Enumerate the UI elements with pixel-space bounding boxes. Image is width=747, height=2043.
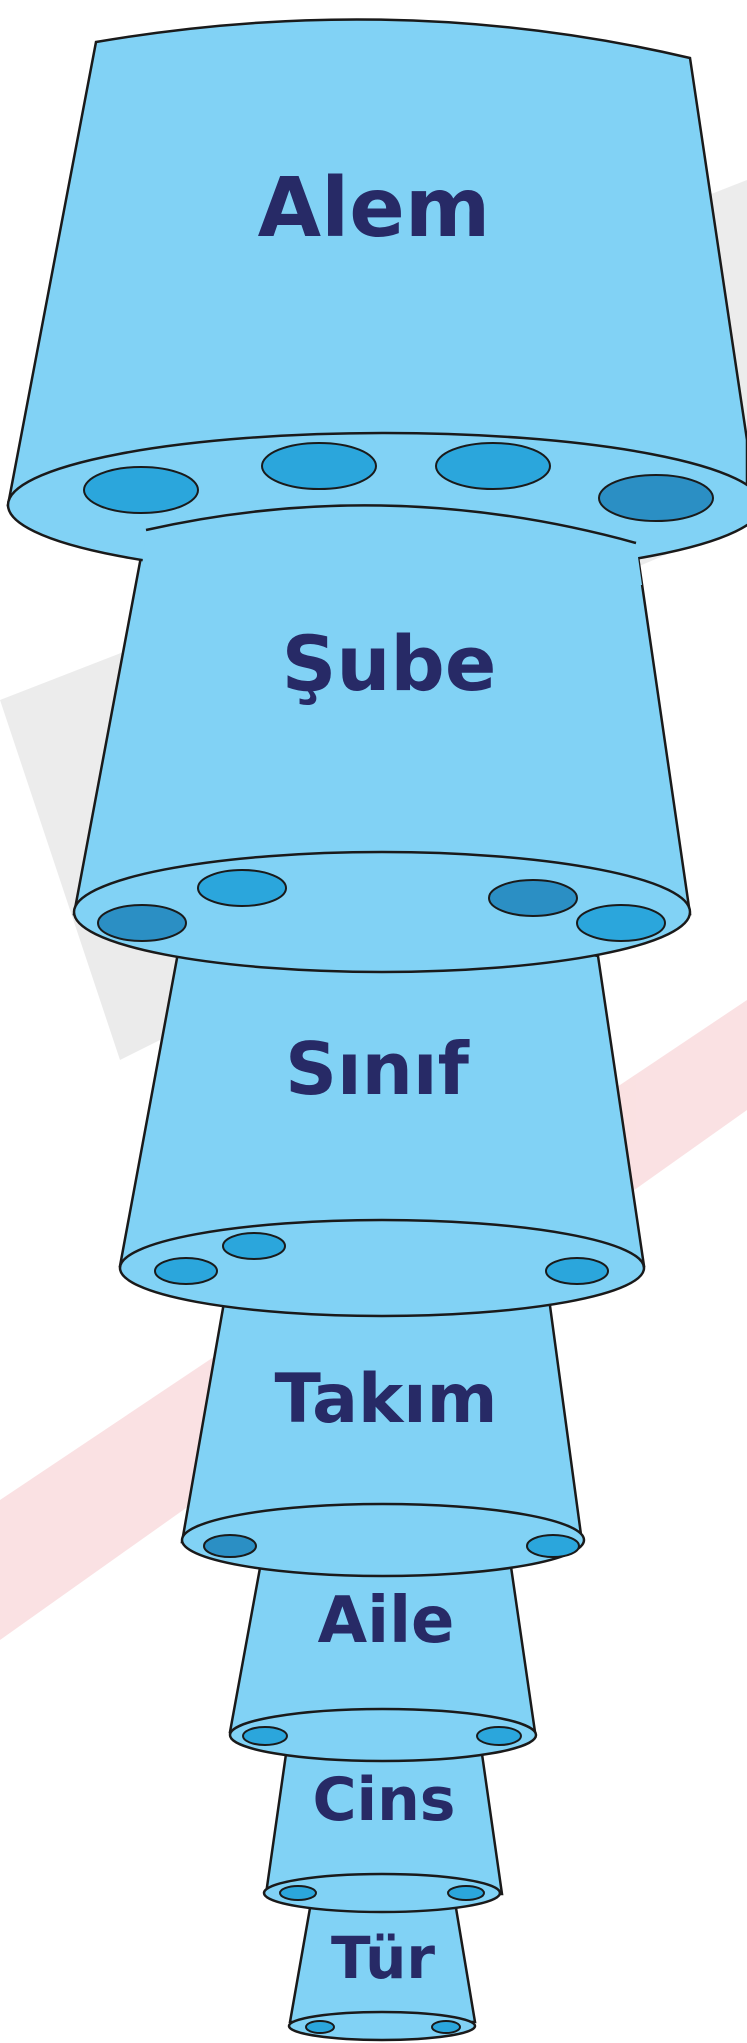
level-label-aile: Aile: [318, 1584, 455, 1658]
segment-takim: Takım: [180, 1278, 586, 1578]
level-label-cins: Cins: [312, 1765, 455, 1835]
level-label-alem: Alem: [258, 161, 491, 256]
segment-cins: Cins: [262, 1732, 504, 1914]
segment-sinif: Sınıf: [118, 928, 646, 1318]
level-label-takim: Takım: [275, 1360, 498, 1439]
level-label-sube: Şube: [282, 619, 497, 708]
level-label-tur: Tür: [331, 1924, 435, 1992]
sube-neck-rim: [145, 504, 637, 545]
level-label-sinif: Sınıf: [285, 1027, 469, 1111]
segment-sube: Şube: [72, 504, 692, 974]
segment-aile: Aile: [228, 1539, 538, 1763]
segment-alem: Alem: [6, 18, 747, 579]
segment-tur: Tür: [287, 1901, 477, 2042]
sube-neck: [140, 505, 642, 585]
